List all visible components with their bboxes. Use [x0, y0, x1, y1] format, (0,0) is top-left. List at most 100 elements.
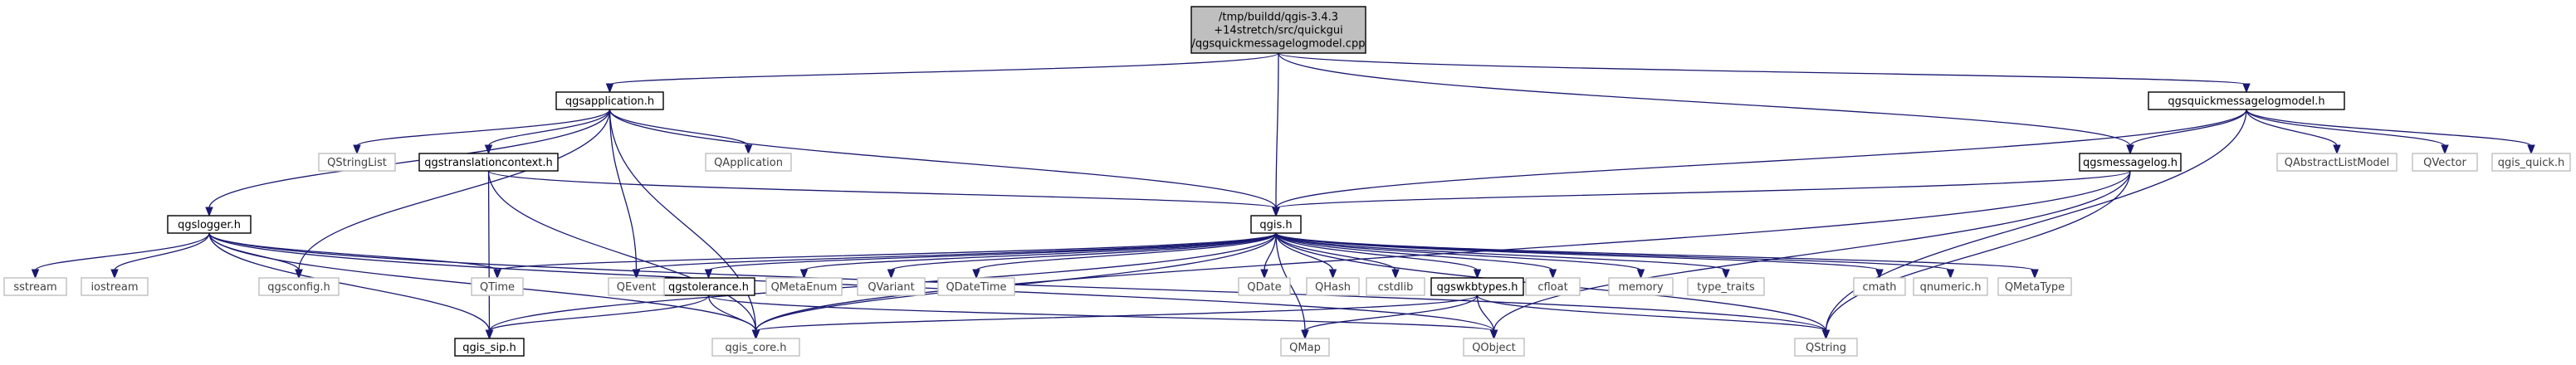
- edge-qgsapplication_h-to-qgsconfig_h: [295, 109, 611, 280]
- node-QDate: QDate: [1238, 277, 1291, 296]
- node-QString: QString: [1794, 338, 1858, 357]
- node-QMap: QMap: [1280, 338, 1330, 357]
- edge-qgslogger_h-to-qgis_sip_h: [208, 232, 494, 340]
- edge-qgslogger_h-to-sstream: [31, 232, 210, 280]
- node-box: [1997, 277, 2072, 296]
- node-label: qgsmessagelog.h: [2083, 157, 2178, 169]
- edge-qgsmessagelog_h-to-QString: [1821, 170, 2131, 340]
- node-box: [1306, 277, 1360, 296]
- node-box: [1430, 277, 1524, 296]
- node-label: cmath: [1862, 281, 1896, 294]
- node-label: memory: [1618, 281, 1664, 294]
- node-box: [2491, 153, 2571, 172]
- node-label: QVector: [2423, 157, 2466, 169]
- node-qgis_quick_h: qgis_quick.h: [2491, 153, 2571, 172]
- node-QVector: QVector: [2412, 153, 2478, 172]
- edge-qgsapplication_h-to-QStringList: [353, 109, 611, 155]
- node-box: [1525, 277, 1581, 296]
- node-label: /tmp/buildd/qgis-3.4.3: [1219, 12, 1338, 24]
- node-qgslogger_h[interactable]: qgslogger.h: [167, 215, 252, 234]
- node-QHash: QHash: [1306, 277, 1360, 296]
- node-box: [1608, 277, 1674, 296]
- edge-qgstranslationcontext_h-to-qgis_h: [487, 170, 1280, 217]
- node-qgsconfig_h: qgsconfig.h: [258, 277, 340, 296]
- edge-qgis_h-to-memory: [1275, 232, 1645, 280]
- edge-qgsquickmessagelogmodel_h-to-QVector: [2246, 109, 2449, 155]
- node-label: qgslogger.h: [178, 219, 241, 231]
- node-box: [1463, 338, 1525, 357]
- node-box: [1250, 215, 1302, 234]
- node-label: type_traits: [1697, 281, 1755, 294]
- node-box: [608, 277, 665, 296]
- node-label: qgstolerance.h: [668, 281, 749, 294]
- node-label: qgis_core.h: [726, 342, 787, 354]
- node-label: QDateTime: [946, 281, 1006, 294]
- node-label: QString: [1806, 342, 1846, 354]
- node-box: [2276, 153, 2398, 172]
- node-label: qgis_sip.h: [462, 342, 516, 354]
- edge-qgis_h-to-qgswkbtypes_h: [1275, 232, 1482, 280]
- edge-qgis_h-to-cstdlib: [1275, 232, 1400, 280]
- edge-qgswkbtypes_h-to-QString: [1476, 294, 1831, 340]
- edge-qgis_h-to-qgstolerance_h: [704, 232, 1277, 280]
- node-label: QMap: [1289, 342, 1321, 354]
- edge-qgsapplication_h-to-qgslogger_h: [205, 109, 611, 217]
- node-root[interactable]: /tmp/buildd/qgis-3.4.3+14stretch/src/qui…: [1190, 6, 1366, 54]
- node-qgis_sip_h[interactable]: qgis_sip.h: [454, 338, 525, 357]
- edge-qgis_h-to-QMetaType: [1275, 232, 2039, 280]
- node-qgstranslationcontext_h[interactable]: qgstranslationcontext.h: [418, 153, 559, 172]
- node-qgsapplication_h[interactable]: qgsapplication.h: [555, 91, 664, 110]
- node-QVariant: QVariant: [857, 277, 926, 296]
- nodes-layer: /tmp/buildd/qgis-3.4.3+14stretch/src/qui…: [3, 6, 2571, 357]
- node-qgstolerance_h[interactable]: qgstolerance.h: [662, 277, 755, 296]
- edge-qgis_h-to-type_traits: [1275, 232, 1730, 280]
- node-label: QDate: [1247, 281, 1281, 294]
- node-label: cfloat: [1537, 281, 1567, 294]
- node-box: [1853, 277, 1906, 296]
- edge-qgsmessagelog_h-to-qgis_h: [1272, 170, 2131, 217]
- node-label: qgis.h: [1259, 219, 1292, 231]
- edge-qgsapplication_h-to-QApplication: [609, 109, 753, 155]
- node-label: iostream: [90, 281, 138, 294]
- node-label: +14stretch/src/quickgui: [1214, 25, 1342, 37]
- node-label: QAbstractListModel: [2285, 157, 2390, 169]
- node-memory: memory: [1608, 277, 1674, 296]
- edge-root-to-qgsquickmessagelogmodel_h: [1278, 52, 2251, 94]
- node-qgswkbtypes_h[interactable]: qgswkbtypes.h: [1430, 277, 1524, 296]
- node-label: qgstranslationcontext.h: [424, 157, 553, 169]
- node-box: [1913, 277, 1988, 296]
- edge-qgis_h-to-QVariant: [887, 232, 1277, 280]
- node-box: [258, 277, 340, 296]
- edge-qgis_h-to-QHash: [1275, 232, 1337, 280]
- node-label: qgswkbtypes.h: [1437, 281, 1518, 294]
- node-box: [81, 277, 149, 296]
- node-label: QVariant: [868, 281, 914, 294]
- node-qgsquickmessagelogmodel_h[interactable]: qgsquickmessagelogmodel.h: [2148, 91, 2345, 110]
- edge-qgslogger_h-to-QString: [208, 232, 1831, 340]
- node-box: [857, 277, 926, 296]
- node-box: [2412, 153, 2478, 172]
- edge-qgsquickmessagelogmodel_h-to-qgis_quick_h: [2246, 109, 2535, 155]
- node-label: QMetaType: [2005, 281, 2065, 294]
- node-qnumeric_h: qnumeric.h: [1913, 277, 1988, 296]
- edge-qgswkbtypes_h-to-qgis_core_h: [751, 294, 1479, 340]
- node-qgis_h[interactable]: qgis.h: [1250, 215, 1302, 234]
- edge-qgis_h-to-QMetaEnum: [799, 232, 1277, 280]
- node-label: qnumeric.h: [1920, 281, 1982, 294]
- node-qgsmessagelog_h[interactable]: qgsmessagelog.h: [2079, 153, 2182, 172]
- node-QTime: QTime: [471, 277, 524, 296]
- edge-qgswkbtypes_h-to-QMap: [1301, 294, 1479, 340]
- node-box: [711, 338, 800, 357]
- node-label: qgsapplication.h: [565, 95, 654, 108]
- node-QMetaEnum: QMetaEnum: [765, 277, 843, 296]
- edge-qgis_h-to-cmath: [1275, 232, 1884, 280]
- node-label: qgsquickmessagelogmodel.h: [2168, 95, 2324, 108]
- node-box: [555, 91, 664, 110]
- node-QObject: QObject: [1463, 338, 1525, 357]
- edge-qgsapplication_h-to-QEvent: [609, 109, 641, 280]
- edge-qgis_h-to-QDateTime: [972, 232, 1277, 280]
- edge-qgis_h-to-cfloat: [1275, 232, 1557, 280]
- node-label: QObject: [1472, 342, 1516, 354]
- node-box: [454, 338, 525, 357]
- node-cfloat: cfloat: [1525, 277, 1581, 296]
